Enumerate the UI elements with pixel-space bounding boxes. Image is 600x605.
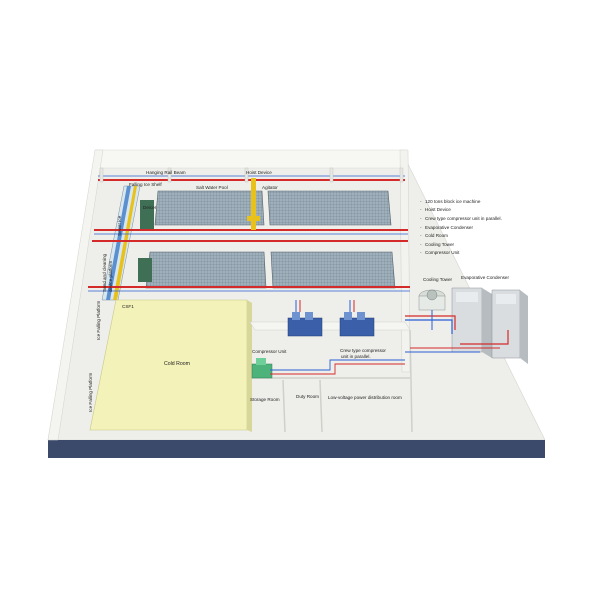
label-ice-falling-platform: Ice Falling Platform [88,372,93,412]
legend-item: -Crew type compressor unit in parallel. [420,215,502,221]
refrigerant-pipes [270,310,509,375]
label-crew-type-compressor: Crew type compressor [340,348,386,353]
legend-item: -Cold Room [420,233,448,239]
crew-type-compressor-units [287,300,375,337]
label-salt-water-pool: Salt Water Pool [196,185,228,190]
label-sewer-ice: Sewer ice [117,215,122,236]
legend-item: -Hoist Device [420,207,451,213]
equipment-legend: -120 tons block ice machine -Hoist Devic… [420,197,502,257]
legend-item: -Evaporative Condenser [420,224,474,230]
back-wall [94,149,406,169]
salt-water-pools [145,190,396,289]
label-unit-in-parallel: unit in parallel. [341,354,371,359]
left-wall [47,149,104,441]
label-hanging-rail-beam: Hanging Rail Beam [146,170,186,175]
label-csf1: CSF1 [122,304,134,309]
legend-item: -120 tons block ice machine [420,198,481,204]
label-low-voltage-room: Low-voltage power distribution room [328,395,402,400]
label-agitator: Agitator [262,185,278,190]
label-cooling-tower: Cooling Tower [423,277,453,282]
label-cold-room: Cold Room [164,361,190,367]
label-evaporative-condenser: Evaporative Condenser [461,275,510,280]
compressor-unit [251,358,273,379]
label-sand-and-cleaning: Sand and cleaning [102,253,107,292]
label-compressor-unit: Compressor Unit [252,349,287,354]
falling-ice-shelf [101,185,154,301]
label-ice-falling-platform-2: Ice Falling Platform [96,300,101,340]
label-storage-room: Storage Room [250,397,280,402]
hoist-device [247,178,260,230]
label-device-platform: device platform [108,260,113,292]
cooling-tower [418,289,446,311]
label-deicer: Deicer [143,205,157,210]
label-duty-room: Duty Room [296,394,319,399]
legend-item: -Compressor Unit [420,250,460,256]
label-hoist-device: Hoist Device [246,170,272,175]
legend-item: -Cooling Tower [420,241,455,247]
label-falling-ice-shelf: Falling Ice Shelf [129,182,162,187]
cold-room [89,299,252,432]
